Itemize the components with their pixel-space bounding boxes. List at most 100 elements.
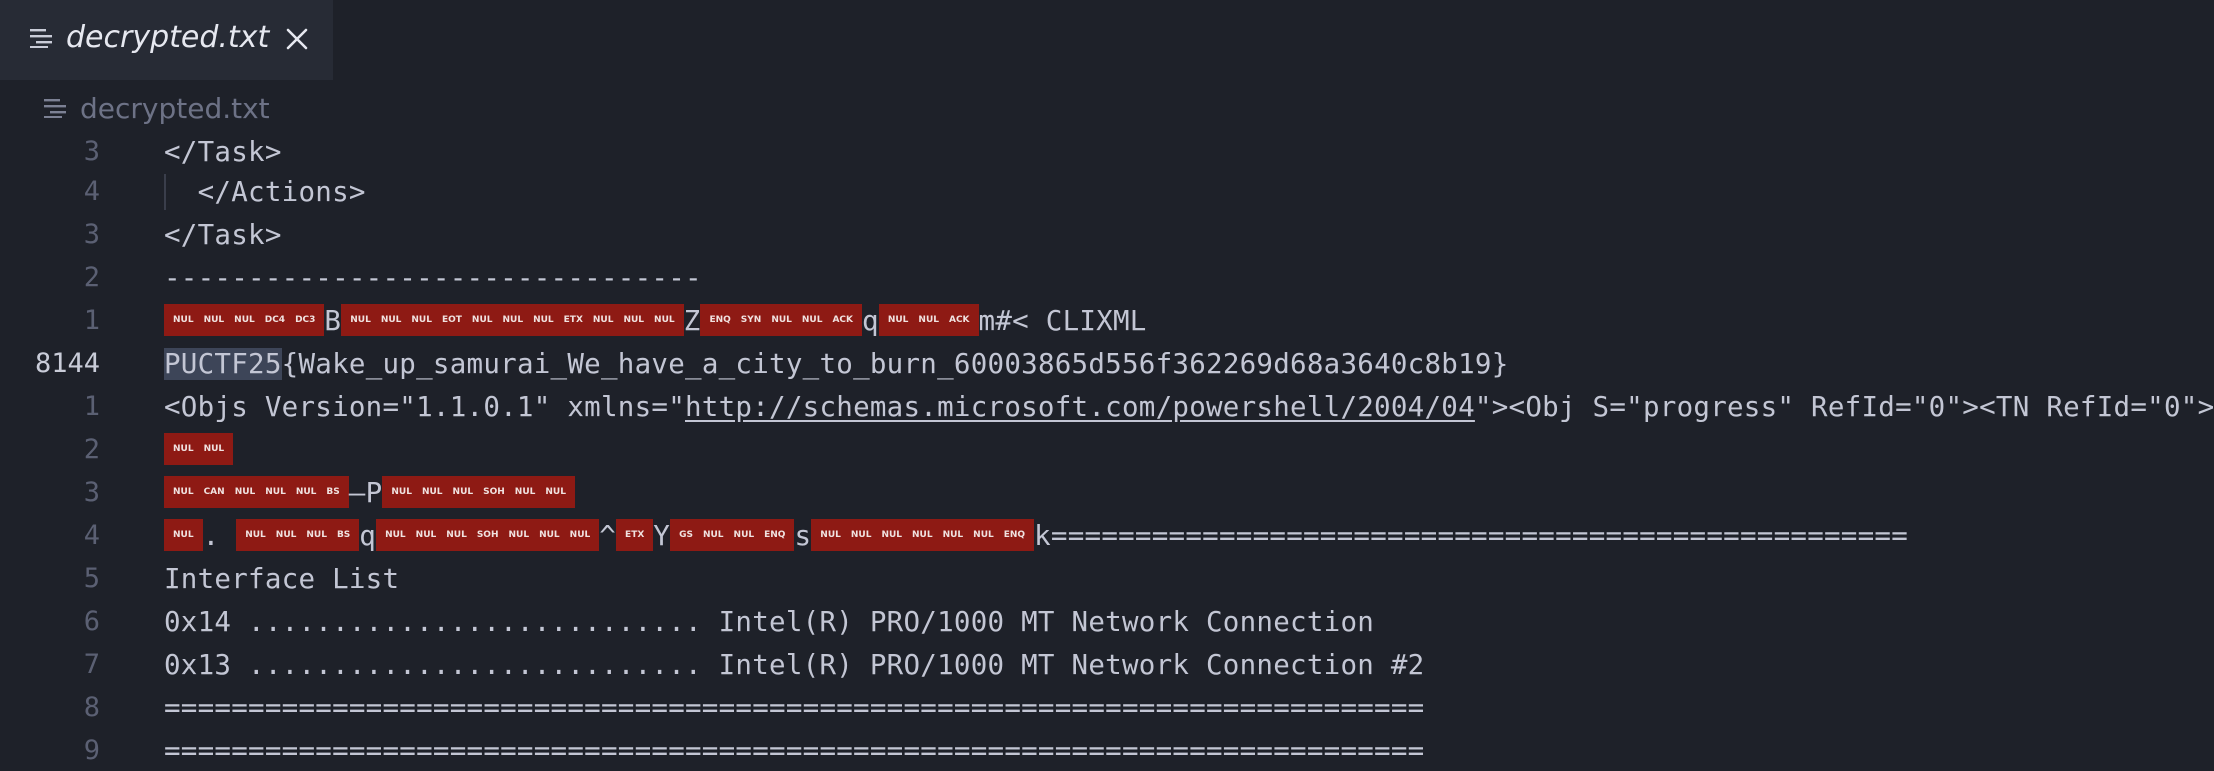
line-number: 8144: [34, 348, 100, 379]
control-char-label: BS: [336, 530, 351, 540]
line-number: 1: [83, 305, 100, 336]
code-line[interactable]: 6 0x14 ........................... Intel…: [0, 602, 1736, 642]
code-line[interactable]: 7 0x13 ........................... Intel…: [0, 645, 1736, 685]
text-segment: ^: [599, 520, 617, 552]
control-char-label: NUL: [733, 530, 755, 540]
line-number: 1: [83, 391, 100, 422]
line-text: ========================================…: [164, 692, 1425, 724]
text-segment: q: [862, 305, 879, 337]
control-char-label: NUL: [771, 315, 792, 325]
code-line[interactable]: 3 </Task>: [0, 215, 1736, 255]
control-char-label: NUL: [421, 487, 443, 497]
control-char-label: NUL: [942, 530, 964, 540]
text-segment: B: [324, 305, 342, 337]
control-char-label: NUL: [173, 444, 194, 454]
control-char-label: NUL: [265, 487, 286, 497]
breadcrumb[interactable]: decrypted.txt: [44, 88, 270, 128]
control-char-label: NUL: [592, 315, 614, 325]
code-line[interactable]: 5 Interface List: [0, 559, 1736, 599]
control-char-label: SYN: [740, 315, 762, 325]
control-char-label: NUL: [820, 530, 841, 540]
code-line[interactable]: 8144 PUCTF25{Wake_up_samurai_We_have_a_c…: [0, 344, 1736, 384]
breadcrumb-file-label: decrypted.txt: [80, 91, 270, 125]
control-char-label: NUL: [173, 487, 194, 497]
editor-text-area[interactable]: 3 </Task> 4 </Actions> 3 </Task> 2 -----…: [0, 132, 2214, 767]
control-char-label: NUL: [411, 315, 432, 325]
control-char-label: NUL: [918, 315, 939, 325]
text-segment: k=======================================…: [1034, 520, 1909, 552]
control-char-label: ETX: [563, 315, 583, 325]
control-char-label: EOT: [441, 315, 462, 325]
text-segment: s: [794, 520, 812, 552]
code-line[interactable]: 2 --------------------------------: [0, 258, 1736, 298]
line-number: 8: [83, 692, 100, 723]
control-char-label: NUL: [173, 530, 194, 540]
control-char-label: NUL: [569, 530, 591, 540]
line-text: </Actions>: [164, 176, 366, 208]
control-char-label: NUL: [912, 530, 933, 540]
control-char-label: NUL: [391, 487, 412, 497]
control-char-label: SOH: [483, 487, 505, 497]
control-char-label: GS: [679, 530, 693, 540]
control-char-label: ENQ: [764, 530, 786, 540]
control-char-label: NUL: [385, 530, 406, 540]
control-char-label: NUL: [887, 315, 909, 325]
line-number: 7: [83, 649, 100, 680]
line-text: 0x14 ........................... Intel(R…: [164, 606, 1375, 638]
code-line[interactable]: 2 NUL NUL: [0, 430, 1736, 470]
tab-title: decrypted.txt: [66, 20, 270, 55]
tab-decrypted-txt[interactable]: decrypted.txt: [0, 0, 333, 80]
control-char-label: CAN: [203, 487, 225, 497]
tab-bar: decrypted.txt: [0, 0, 1736, 80]
control-char-label: NUL: [973, 530, 994, 540]
control-char-label: DC3: [295, 315, 316, 325]
text-segment: {Wake_up_samurai_We_have_a_city_to_burn_…: [281, 348, 1509, 380]
control-char-label: NUL: [234, 315, 255, 325]
control-char-label: NUL: [514, 487, 536, 497]
line-number: 2: [83, 434, 100, 465]
control-char-label: NUL: [295, 487, 317, 497]
control-char-label: ENQ: [1003, 530, 1026, 540]
code-line[interactable]: 4 </Actions>: [0, 172, 1736, 212]
control-char-label: NUL: [702, 530, 724, 540]
close-icon[interactable]: [284, 26, 310, 52]
code-line[interactable]: 9 ======================================…: [0, 731, 1736, 771]
schema-link[interactable]: http://schemas.microsoft.com/powershell/…: [685, 391, 1475, 423]
control-char-label: NUL: [850, 530, 872, 540]
code-line[interactable]: 1 <Objs Version="1.1.0.1" xmlns="http://…: [0, 387, 2214, 427]
control-char-label: NUL: [502, 315, 524, 325]
line-number: 2: [83, 262, 100, 293]
line-number: 3: [83, 219, 100, 250]
line-number: 4: [83, 520, 100, 551]
code-line[interactable]: 3 </Task>: [0, 132, 1736, 172]
text-segment: "><Obj S="progress" RefId="0"><TN RefId=…: [1474, 391, 2214, 423]
code-line[interactable]: 8 ======================================…: [0, 688, 1736, 728]
line-text: PUCTF25{Wake_up_samurai_We_have_a_city_t…: [164, 344, 1509, 384]
control-chars: ETX: [616, 519, 654, 551]
line-number: 9: [83, 735, 100, 766]
line-text: </Task>: [164, 219, 282, 251]
line-text: Interface List: [164, 563, 400, 595]
control-chars: NUL: [164, 519, 203, 551]
control-char-label: NUL: [275, 530, 297, 540]
control-char-label: NUL: [203, 444, 225, 454]
text-segment: Z: [683, 305, 701, 337]
line-number: 3: [83, 136, 100, 167]
line-number: 6: [83, 606, 100, 637]
control-char-label: ENQ: [709, 315, 731, 325]
control-char-label: BS: [326, 487, 340, 497]
control-char-label: NUL: [801, 315, 823, 325]
text-segment: <Objs Version="1.1.0.1" xmlns=": [164, 391, 685, 423]
control-char-label: NUL: [539, 530, 560, 540]
